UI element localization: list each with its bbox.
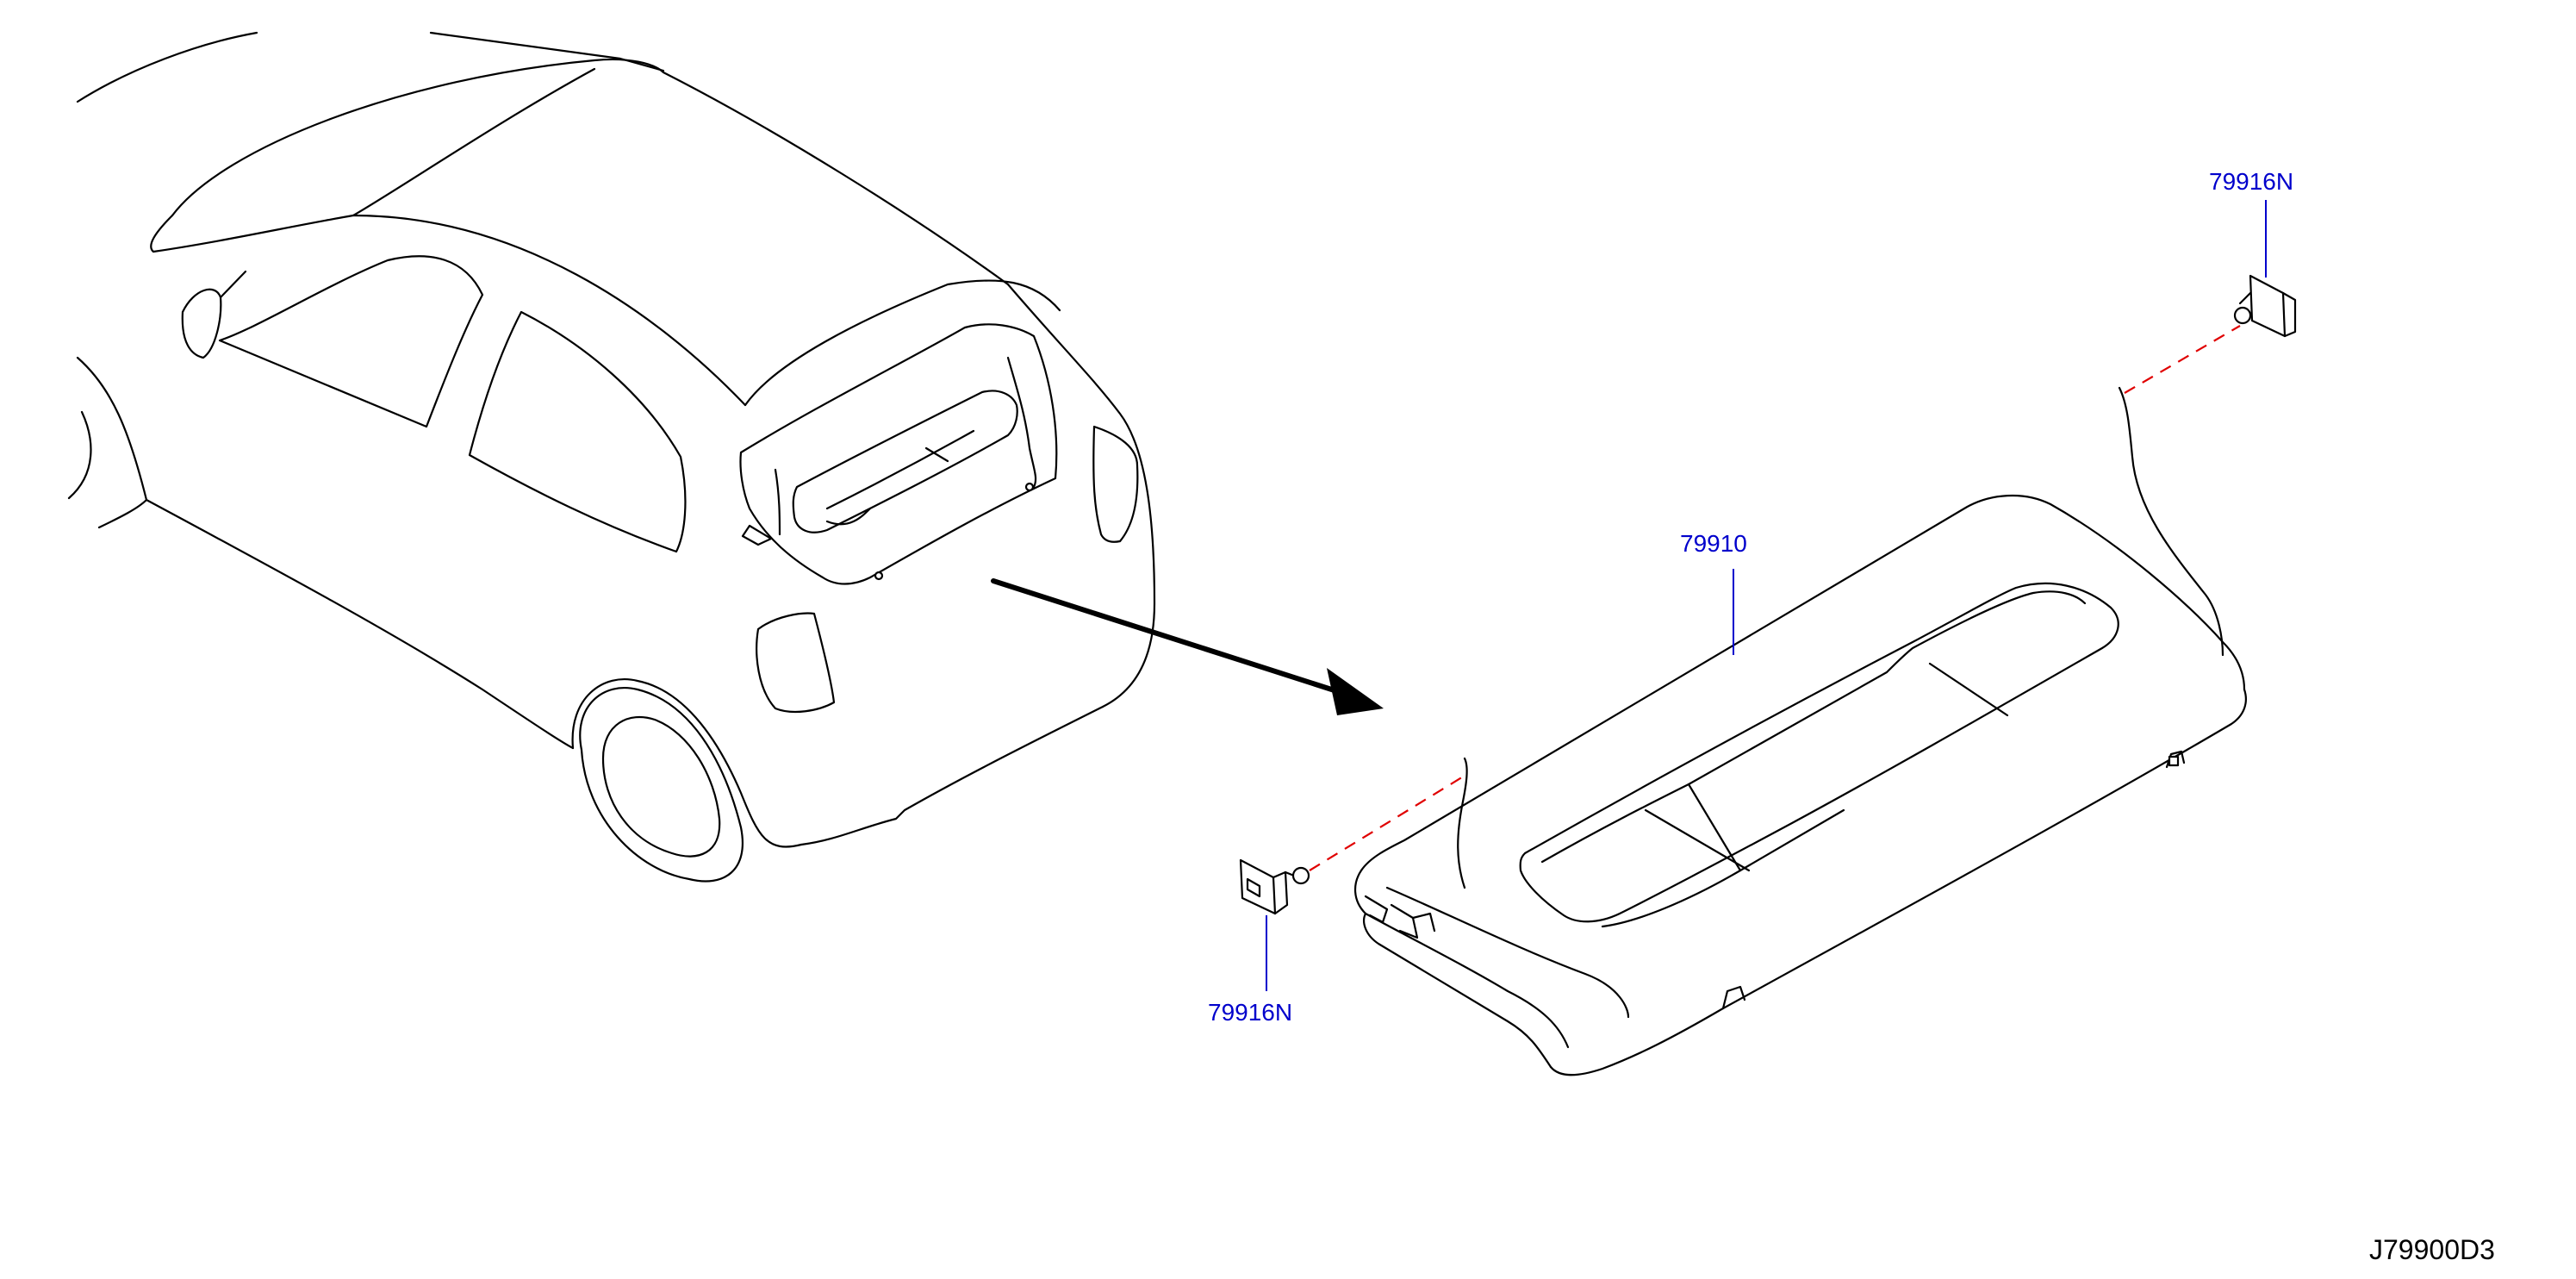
clip-lower-left-part [1239, 858, 1310, 915]
callout-79916N-lower-text: 79916N [1208, 999, 1293, 1026]
attach-line-right [2124, 325, 2241, 394]
callout-79910: 79910 [1680, 531, 1747, 557]
callout-79910-text: 79910 [1680, 530, 1747, 557]
car-rear-outline [67, 31, 1156, 883]
attach-line-left [1309, 775, 1465, 871]
parcel-shelf-79910 [1354, 386, 2247, 1076]
callout-79916N-upper: 79916N [2209, 169, 2293, 195]
direction-arrow [991, 578, 1384, 715]
callout-79916N-lower: 79916N [1208, 1000, 1292, 1026]
callout-79916N-upper-text: 79916N [2209, 168, 2294, 195]
drawing-code: J79900D3 [2369, 1234, 2495, 1265]
clip-upper-right-part [2233, 274, 2297, 338]
